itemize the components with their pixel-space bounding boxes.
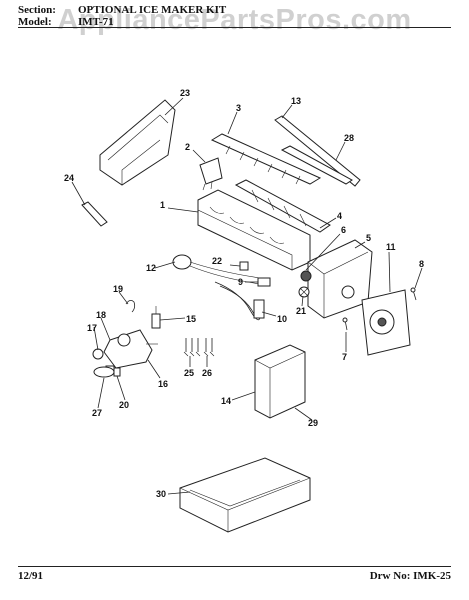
part-ice-bin <box>179 457 311 533</box>
callout-8: 8 <box>419 259 424 269</box>
callout-30: 30 <box>156 489 166 499</box>
part-valve-bracket <box>93 366 115 378</box>
part-shield <box>274 115 361 187</box>
callout-labels: 23 24 3 13 28 2 1 4 5 6 11 8 12 22 9 21 … <box>64 88 424 499</box>
callout-24: 24 <box>64 173 74 183</box>
callout-3: 3 <box>236 103 241 113</box>
part-screw <box>410 287 417 301</box>
callout-18: 18 <box>96 310 106 320</box>
callout-15: 15 <box>186 314 196 324</box>
model-label: Model: <box>18 16 52 28</box>
callout-5: 5 <box>366 233 371 243</box>
callout-6: 6 <box>341 225 346 235</box>
callout-4: 4 <box>337 211 342 221</box>
callout-28: 28 <box>344 133 354 143</box>
header-rule <box>18 27 451 28</box>
callout-1: 1 <box>160 200 165 210</box>
part-tube-end <box>125 300 136 313</box>
callout-26: 26 <box>202 368 212 378</box>
part-plug <box>239 261 249 271</box>
part-strip <box>81 201 108 227</box>
callout-17: 17 <box>87 323 97 333</box>
model-number: IMT-71 <box>78 16 114 28</box>
part-pins <box>183 338 215 357</box>
part-switch <box>199 157 223 191</box>
callout-13: 13 <box>291 96 301 106</box>
part-stripper <box>234 179 331 233</box>
callout-21: 21 <box>296 306 306 316</box>
callout-10: 10 <box>277 314 287 324</box>
callout-29: 29 <box>308 418 318 428</box>
callout-16: 16 <box>158 379 168 389</box>
part-motor <box>361 289 411 356</box>
callout-14: 14 <box>221 396 231 406</box>
part-cover <box>99 99 176 186</box>
part-thermostat <box>172 254 261 285</box>
part-housing <box>307 239 373 319</box>
callout-11: 11 <box>386 242 396 252</box>
part-rail <box>280 145 353 185</box>
part-gear <box>298 270 312 298</box>
section-label: Section: <box>18 4 56 16</box>
part-insulation <box>254 344 306 419</box>
section-title: OPTIONAL ICE MAKER KIT <box>78 4 227 16</box>
callout-19: 19 <box>113 284 123 294</box>
leader-lines <box>71 97 423 495</box>
drawing-number: Drw No: IMK-25 <box>369 570 451 582</box>
part-screw-2 <box>342 317 348 331</box>
part-fitting <box>151 306 161 329</box>
callout-20: 20 <box>119 400 129 410</box>
part-harness <box>214 281 265 321</box>
callout-25: 25 <box>184 368 194 378</box>
callout-9: 9 <box>238 277 243 287</box>
part-ejector <box>210 133 322 185</box>
callout-12: 12 <box>146 263 156 273</box>
footer-date: 12/91 <box>18 570 44 582</box>
callout-7: 7 <box>342 352 347 362</box>
part-clip <box>257 277 271 287</box>
part-nut <box>113 367 121 377</box>
callout-27: 27 <box>92 408 102 418</box>
callout-22: 22 <box>212 256 222 266</box>
footer-rule <box>18 566 451 567</box>
callout-2: 2 <box>185 142 190 152</box>
callout-23: 23 <box>180 88 190 98</box>
